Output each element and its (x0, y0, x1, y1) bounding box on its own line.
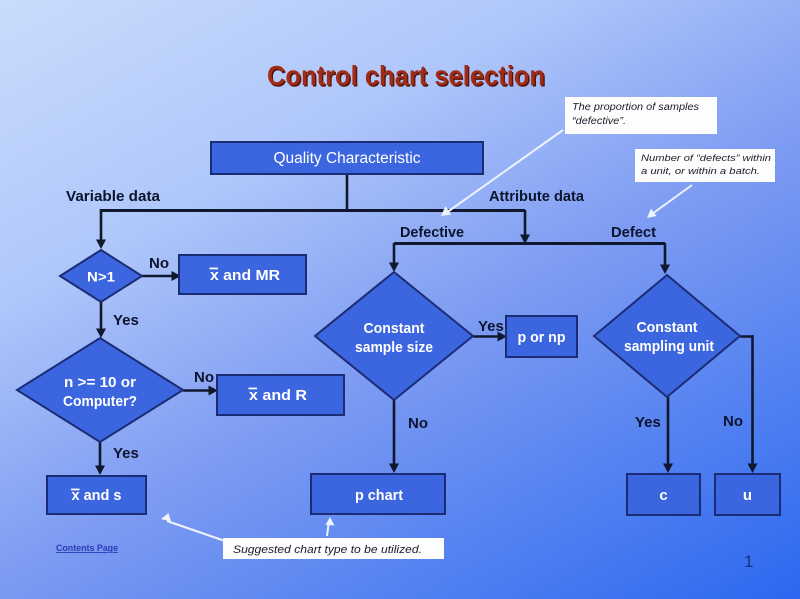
svg-text:N>1: N>1 (87, 269, 115, 285)
svg-text:Computer?: Computer? (63, 393, 137, 410)
svg-text:Yes: Yes (478, 318, 504, 335)
svg-text:No: No (149, 255, 169, 272)
svg-text:1: 1 (744, 552, 753, 571)
svg-text:Variable data: Variable data (66, 188, 161, 205)
svg-text:Attribute data: Attribute data (489, 188, 585, 205)
svg-text:Control chart selection: Control chart selection (267, 60, 545, 91)
svg-text:a unit, or within a batch.: a unit, or within a batch. (641, 166, 760, 177)
svg-text:c: c (659, 487, 667, 504)
svg-text:n >= 10 or: n >= 10 or (64, 374, 136, 391)
svg-text:Quality Characteristic: Quality Characteristic (274, 150, 421, 167)
svg-text:No: No (723, 413, 743, 430)
svg-text:Yes: Yes (635, 414, 661, 431)
svg-text:Defect: Defect (611, 224, 656, 241)
svg-text:No: No (194, 369, 214, 386)
svg-text:x and s: x and s (72, 487, 122, 504)
svg-text:Defective: Defective (400, 224, 464, 241)
svg-text:p chart: p chart (355, 487, 403, 504)
svg-text:Constant: Constant (364, 320, 425, 337)
svg-text:Suggested chart type to be uti: Suggested chart type to be utilized. (233, 544, 422, 556)
svg-text:p or np: p or np (518, 330, 566, 346)
svg-text:Constant: Constant (637, 319, 698, 336)
svg-text:sampling unit: sampling unit (624, 338, 714, 355)
svg-text:The proportion of samples: The proportion of samples (572, 101, 700, 113)
svg-text:Number of “defects” within: Number of “defects” within (641, 153, 771, 164)
svg-text:“defective”.: “defective”. (572, 115, 626, 127)
svg-text:Yes: Yes (113, 445, 139, 462)
svg-text:Contents Page: Contents Page (56, 543, 118, 553)
svg-text:Yes: Yes (113, 312, 139, 329)
svg-text:Control chart selection: Control chart selection (268, 61, 546, 92)
svg-text:sample size: sample size (355, 339, 433, 356)
svg-text:No: No (408, 415, 428, 432)
svg-text:u: u (743, 487, 752, 504)
svg-text:x and MR: x and MR (210, 267, 280, 284)
svg-text:x and R: x and R (249, 387, 307, 404)
